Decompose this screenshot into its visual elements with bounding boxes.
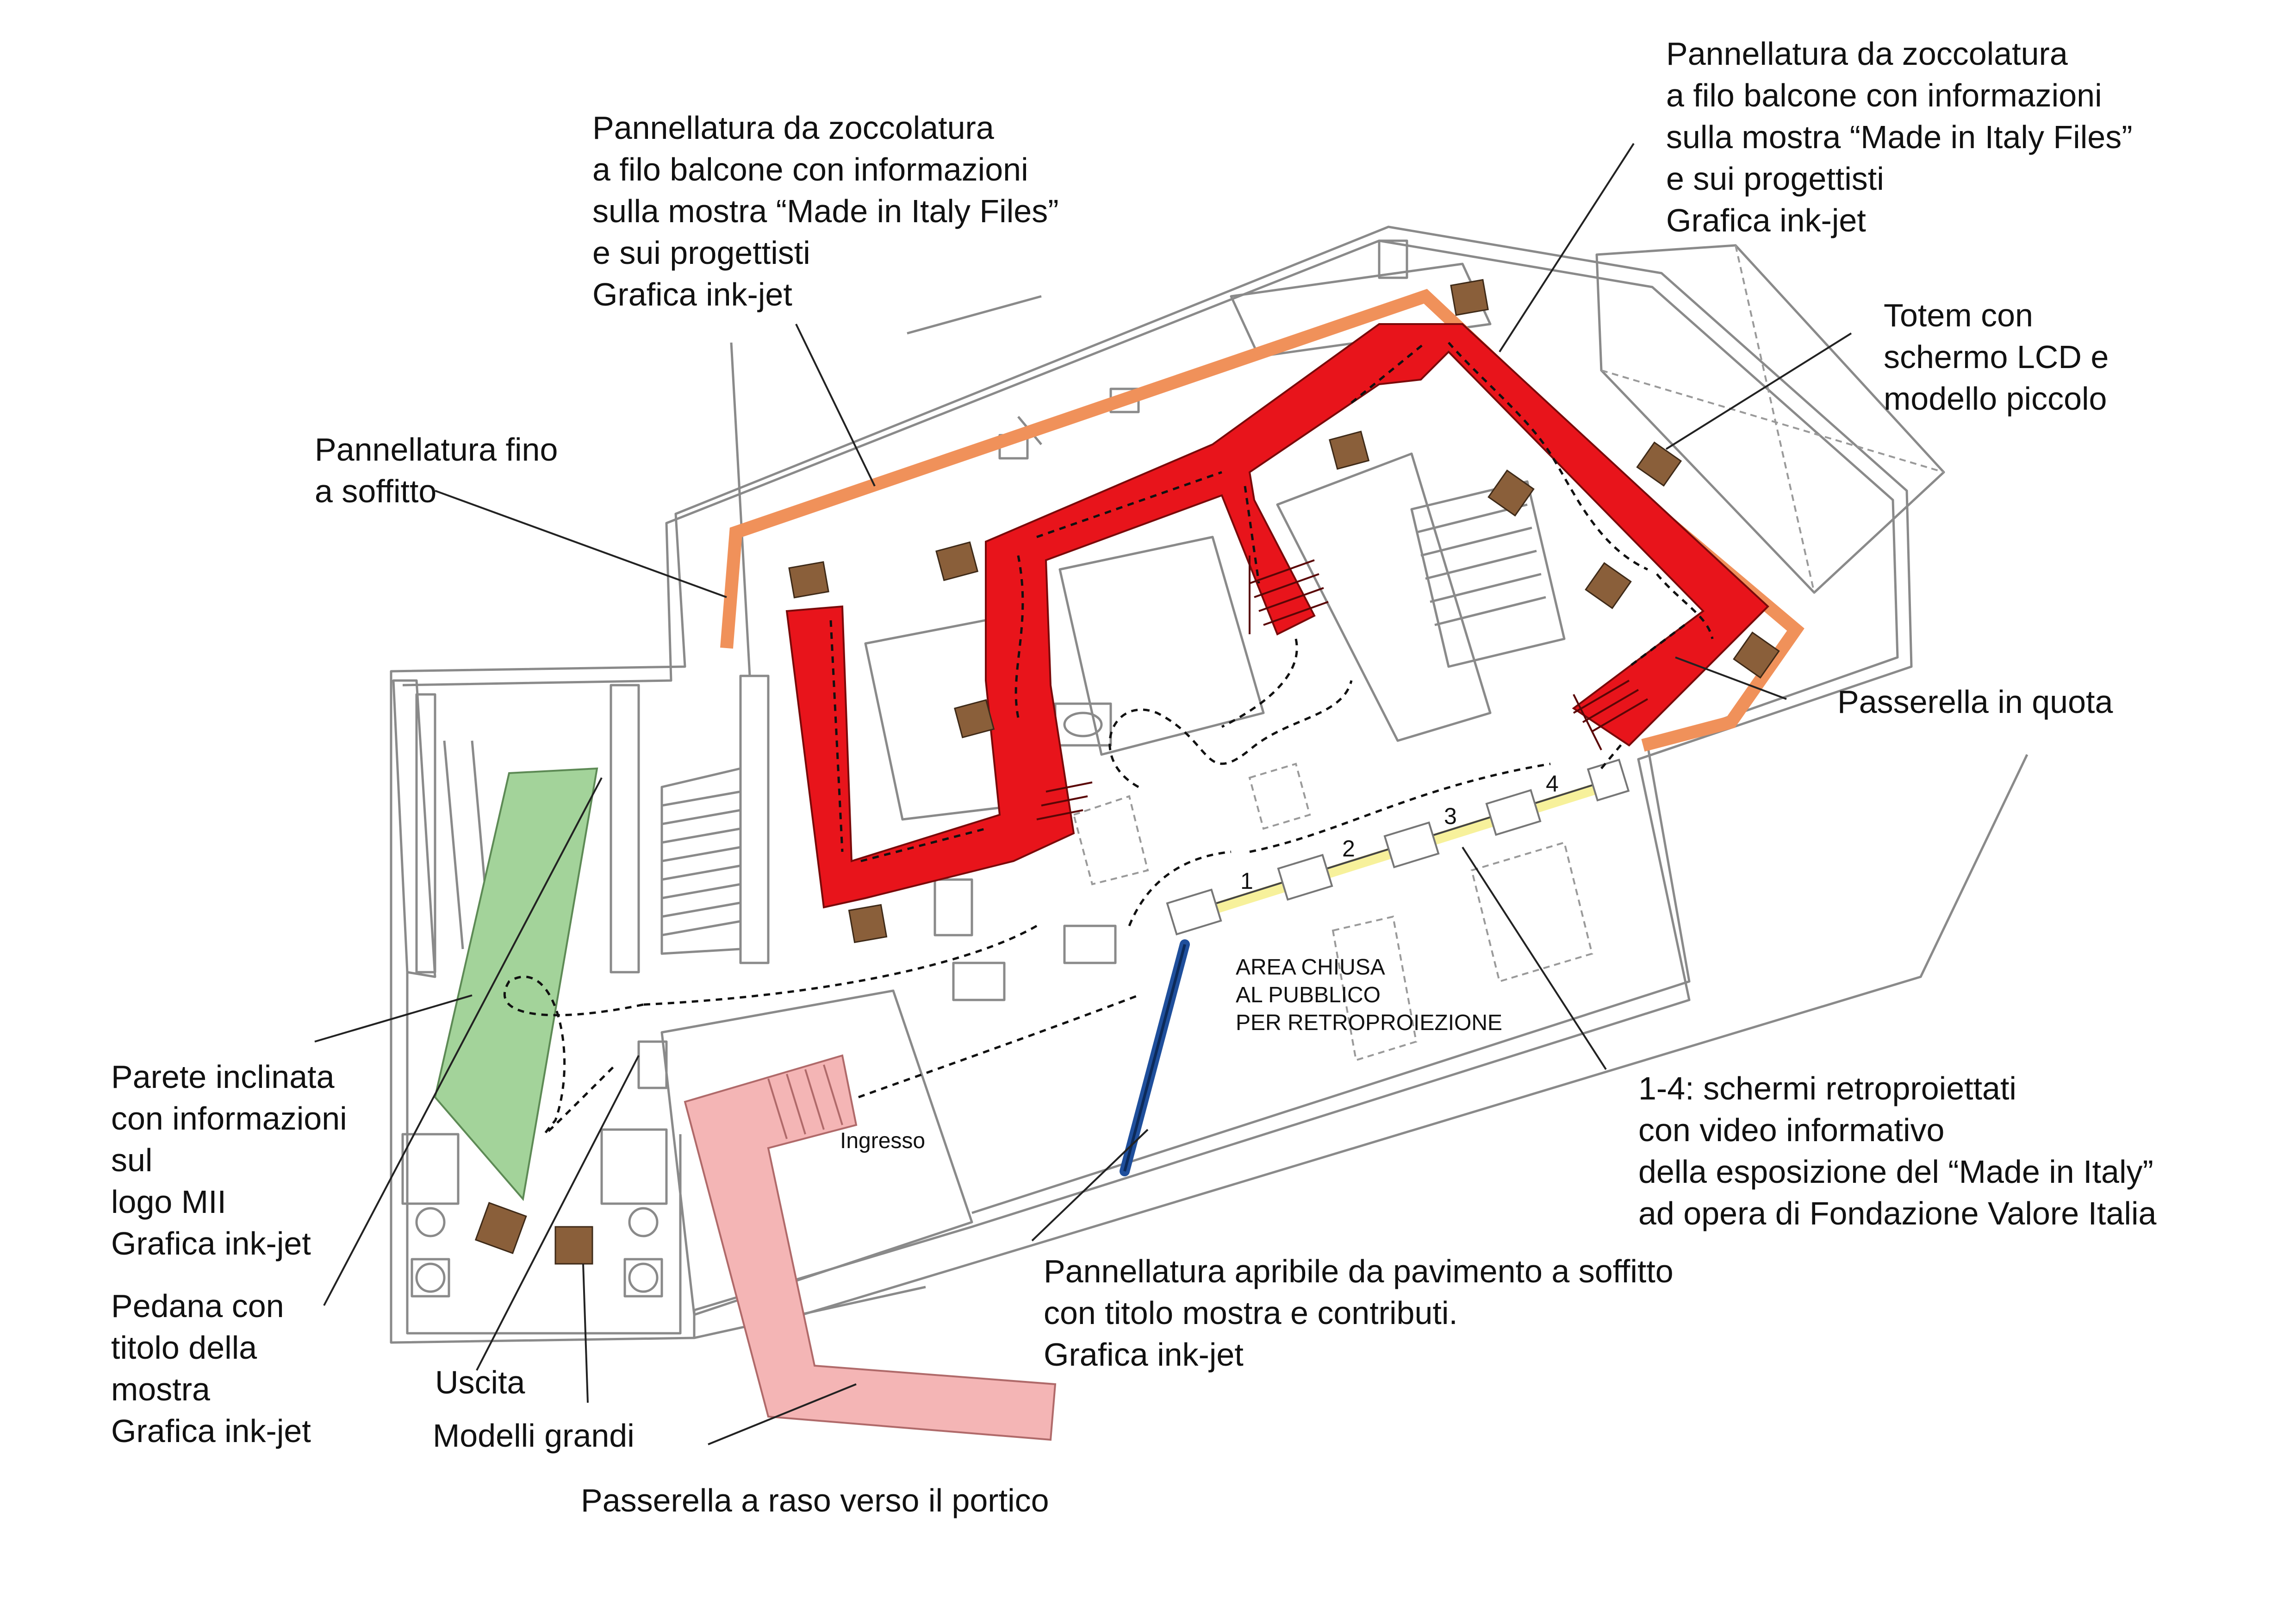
label-platform: Pedana con titolo della mostra Grafica i… [111,1288,311,1449]
dashed-arrow-icon [1656,573,1714,639]
label-line: Parete inclinata [111,1059,335,1095]
model-icon [1450,279,1489,316]
label-exit: Uscita [435,1364,525,1400]
label-inclined-wall: Parete inclinata con informazioni sul lo… [111,1059,347,1262]
label-line: modello piccolo [1884,381,2107,417]
dashed-arrow-icon [1600,740,1625,769]
low-walkway [684,1054,1057,1441]
label-line: a filo balcone con informazioni [1666,77,2102,113]
label-line: a filo balcone con informazioni [592,151,1028,187]
model-icon [788,561,829,599]
walkway-stairs [1036,556,1649,820]
dashed-arrow-icon [1244,486,1260,584]
label-line: con titolo mostra e contributi. [1044,1295,1458,1331]
model-icon [848,904,888,943]
label-line: sul [111,1142,152,1178]
label-ceiling-panel: Pannellatura fino a soffitto [315,431,558,509]
label-line: Pannellatura da zoccolatura [592,110,994,146]
label-line: e sui progettisti [592,235,810,271]
model-icon [954,699,995,738]
label-opening-panel: Pannellatura apribile da pavimento a sof… [1044,1253,1674,1373]
label-line: Grafica ink-jet [592,276,792,312]
raised-walkway-shape [785,323,1769,909]
dashed-arrow-icon [860,827,986,862]
model-icon [1733,631,1780,679]
label-line: sulla mostra “Made in Italy Files” [592,193,1059,229]
screen-box-1 [1277,854,1333,901]
label-line: Grafica ink-jet [111,1225,311,1262]
label-line: titolo della [111,1330,257,1366]
model-icon [474,1202,527,1255]
label-line: Grafica ink-jet [1044,1337,1244,1373]
label-panel-right: Pannellatura da zoccolatura a filo balco… [1666,36,2133,238]
model-icon [1329,431,1370,470]
label-screens: 1-4: schermi retroproiettati con video i… [1638,1070,2157,1231]
dashed-arrow-icon [1249,762,1551,853]
label-line: sulla mostra “Made in Italy Files” [1666,119,2133,155]
inclined-wall [434,767,598,1201]
dashed-arrow-icon [1350,342,1426,404]
label-line: della esposizione del “Made in Italy” [1638,1154,2153,1190]
dashed-arrow-icon [1036,471,1222,538]
label-line: Grafica ink-jet [1666,202,1866,238]
inclined-wall-shape [434,767,598,1201]
dashed-arrow-icon [1014,555,1024,718]
screen-box-2 [1383,821,1440,868]
screen-number-4: 4 [1546,771,1559,797]
label-entrance: Ingresso [840,1129,925,1153]
dashed-arrow-icon [1108,680,1353,788]
screen-strip: 1 2 3 4 [1166,758,1630,936]
label-line: ad opera di Fondazione Valore Italia [1638,1195,2157,1231]
label-line: con informazioni [111,1100,347,1137]
visitor-route [503,342,1714,1135]
label-line: Pannellatura apribile da pavimento a sof… [1044,1253,1674,1289]
model-icon [554,1226,593,1265]
label-line: AL PUBBLICO [1236,983,1381,1007]
models [474,279,1780,1265]
label-line: e sui progettisti [1666,161,1884,197]
screen-box-3 [1485,789,1542,836]
dashed-arrow-icon [829,620,844,852]
label-line: PER RETROPROIEZIONE [1236,1011,1502,1035]
label-low-walkway: Passerella a raso verso il portico [581,1482,1049,1518]
label-line: a soffitto [315,473,436,509]
dashed-arrow-icon [503,975,644,1135]
low-walkway-stairs [767,1064,843,1139]
opening-panel [1120,939,1190,1176]
label-line: Totem con [1884,297,2033,333]
label-big-models: Modelli grandi [433,1418,635,1454]
screen-box-0 [1166,888,1222,936]
label-totem: Totem con schermo LCD e modello piccolo [1884,297,2109,417]
label-line: schermo LCD e [1884,339,2109,375]
label-line: AREA CHIUSA [1236,955,1385,980]
dashed-arrow-icon [1221,638,1298,728]
label-line: logo MII [111,1184,226,1220]
label-line: Grafica ink-jet [111,1413,311,1449]
dashed-arrow-icon [643,924,1038,1006]
model-icon [1585,562,1632,609]
model-icon [1636,441,1682,487]
low-walkway-shape [684,1054,1057,1441]
label-line: Pannellatura da zoccolatura [1666,36,2068,72]
label-panel-left: Pannellatura da zoccolatura a filo balco… [592,110,1059,312]
leader-lines [314,143,1852,1445]
model-icon [1487,469,1535,517]
label-line: con video informativo [1638,1112,1944,1148]
label-high-walkway: Passerella in quota [1837,684,2113,720]
dashed-arrow-icon [1448,342,1649,571]
building-outline [390,225,2028,1344]
screen-number-1: 1 [1240,868,1253,894]
dashed-arrow-icon [858,994,1139,1099]
label-closed-area: AREA CHIUSA AL PUBBLICO PER RETROPROIEZI… [1236,955,1502,1035]
screen-number-2: 2 [1342,836,1355,862]
model-icon [935,541,979,581]
label-line: 1-4: schermi retroproiettati [1638,1070,2016,1106]
label-line: Pedana con [111,1288,284,1324]
label-line: Pannellatura fino [315,431,558,468]
label-line: mostra [111,1371,210,1407]
screen-number-3: 3 [1444,803,1457,829]
raised-walkway [785,323,1769,909]
